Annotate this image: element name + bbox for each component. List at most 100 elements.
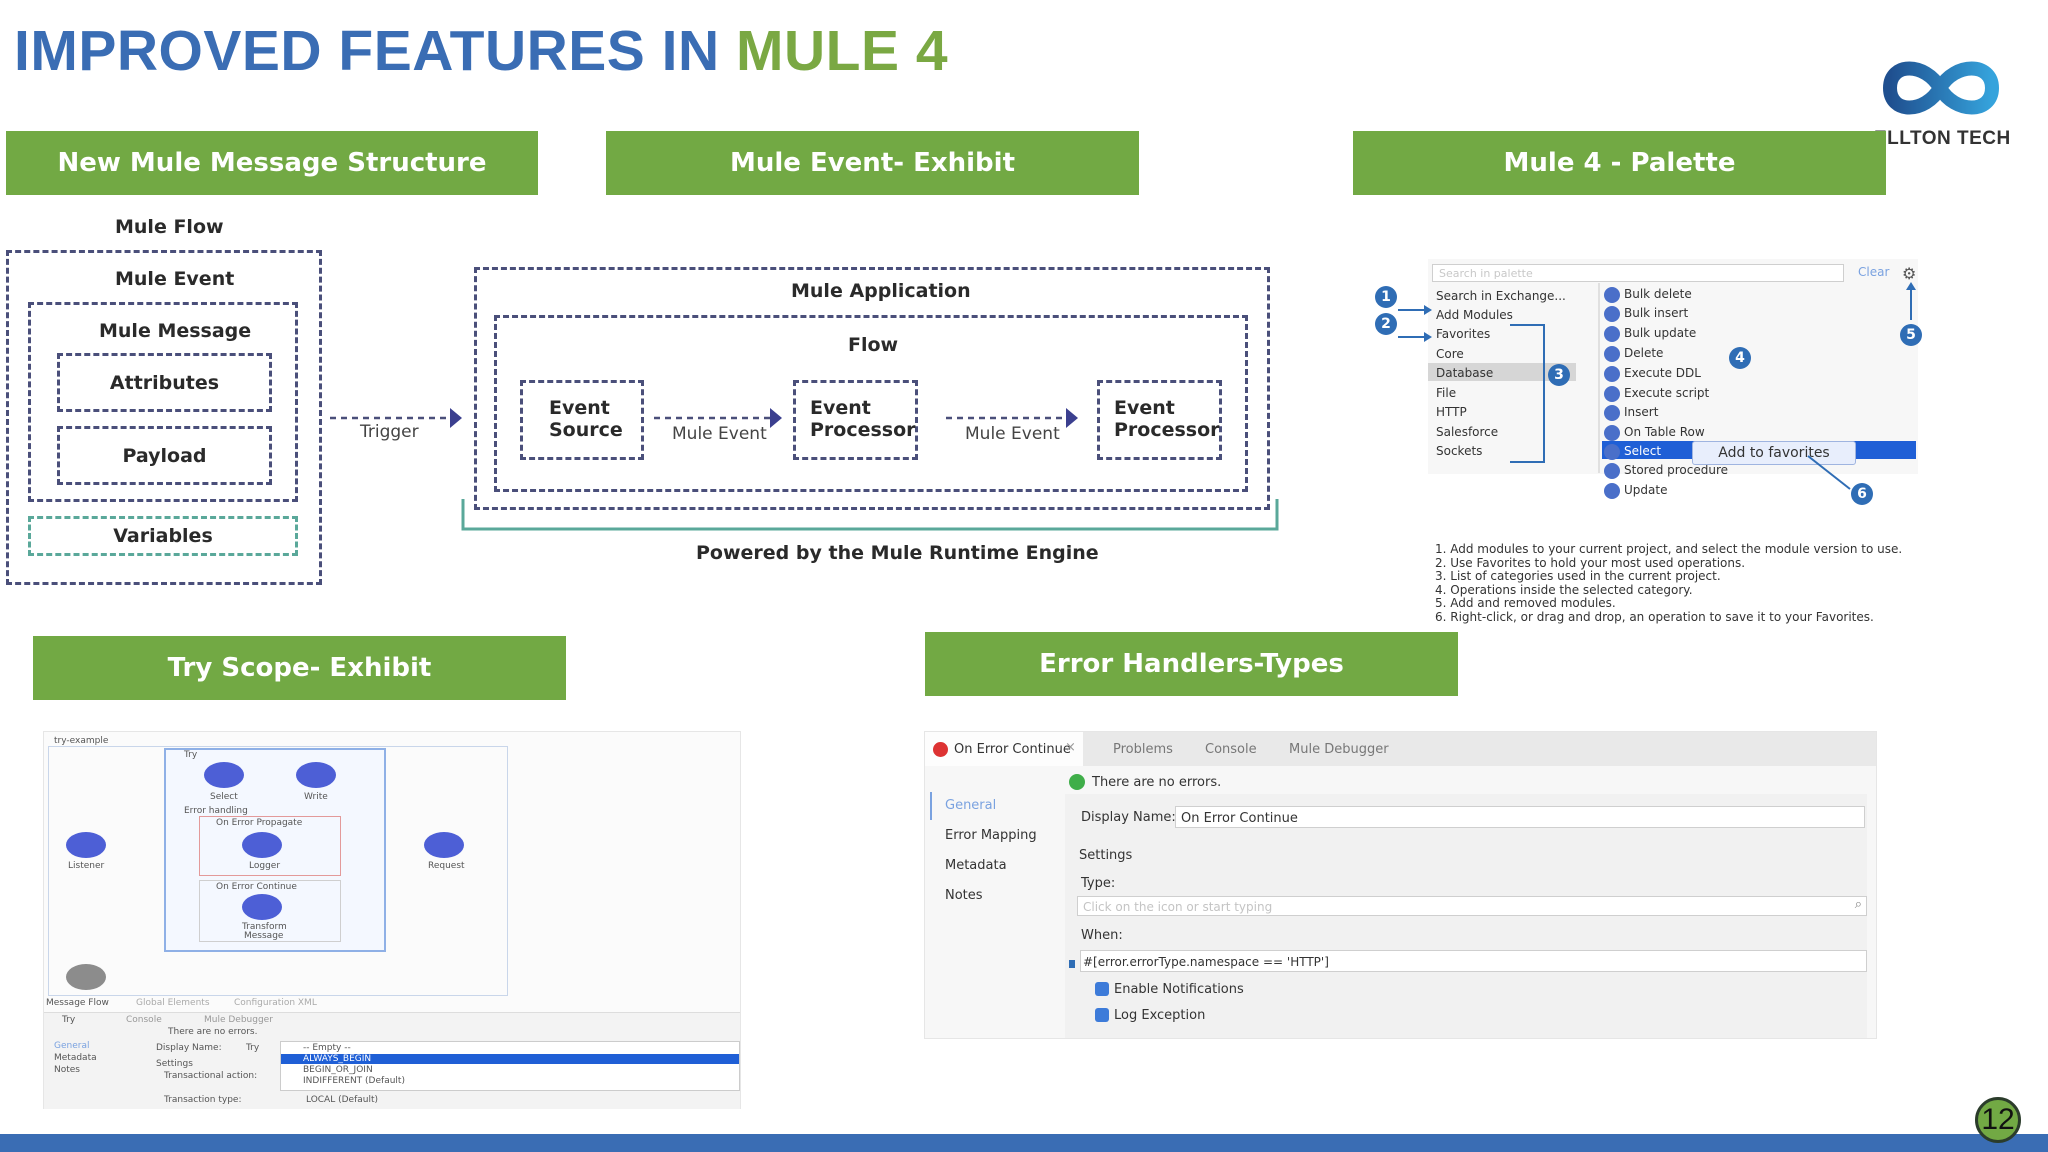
category-4[interactable]: Database (1436, 366, 1494, 380)
page-title: IMPROVED FEATURES IN MULE 4 (14, 18, 948, 84)
dropdown-option-2[interactable]: BEGIN_OR_JOIN (303, 1065, 373, 1075)
category-7[interactable]: Salesforce (1436, 425, 1499, 439)
dropdown-option-3[interactable]: INDIFFERENT (Default) (303, 1076, 405, 1086)
error-tab-on-error-continue[interactable]: On Error Continue (954, 742, 1071, 757)
expression-mode-icon[interactable] (1069, 960, 1075, 968)
label-mule-flow: Mule Flow (115, 216, 224, 238)
try-nav-general[interactable]: General (54, 1041, 90, 1051)
dropdown-option-1[interactable]: ALWAYS_BEGIN (303, 1054, 372, 1064)
try-nav-notes[interactable]: Notes (54, 1065, 80, 1075)
category-8[interactable]: Sockets (1436, 444, 1483, 458)
error-tab-problems[interactable]: Problems (1113, 742, 1173, 757)
error-tab-console[interactable]: Console (1205, 742, 1257, 757)
error-no-errors: There are no errors. (1092, 775, 1222, 790)
error-tab-mule-debugger[interactable]: Mule Debugger (1289, 742, 1389, 757)
display-name-value: On Error Continue (1181, 811, 1298, 826)
close-icon[interactable]: × (1065, 740, 1076, 755)
category-1[interactable]: Add Modules (1436, 308, 1513, 322)
search-icon[interactable]: ⌕ (1854, 897, 1862, 912)
try-nav-metadata[interactable]: Metadata (54, 1053, 97, 1063)
attributes-box: Attributes (57, 353, 272, 412)
operation-10[interactable]: Update (1624, 483, 1668, 497)
type-input[interactable]: Click on the icon or start typing ⌕ (1077, 896, 1867, 916)
palette-divider (1598, 283, 1600, 473)
label-mule-event-2: Mule Event (965, 424, 1060, 444)
event-processor-2-line2: Processor (1114, 419, 1220, 441)
try-transactional-action-label: Transactional action: (164, 1071, 258, 1081)
palette-note-5: 5. Add and removed modules. (1435, 596, 1616, 611)
try-display-name-value[interactable]: Try (246, 1043, 260, 1053)
label-mule-application: Mule Application (791, 280, 971, 302)
add-to-favorites-tooltip[interactable]: Add to favorites (1692, 441, 1856, 465)
bottom-tab-configuration-xml[interactable]: Configuration XML (234, 998, 317, 1008)
write-component-icon[interactable] (296, 762, 336, 788)
error-active-tab[interactable] (925, 732, 1083, 766)
settings-label: Settings (1079, 848, 1133, 863)
palette-operations: Bulk delete Bulk insert Bulk update Dele… (1602, 287, 1918, 499)
error-tab-bar (925, 732, 1876, 766)
label-mule-event-1: Mule Event (672, 424, 767, 444)
operation-icon (1604, 425, 1620, 441)
category-3[interactable]: Core (1436, 347, 1464, 361)
try-properties-panel: Try Console Mule Debugger There are no e… (44, 1012, 740, 1109)
gear-icon[interactable]: ⚙ (1902, 264, 1917, 283)
operation-4[interactable]: Execute DDL (1624, 366, 1701, 380)
on-error-propagate-box (199, 816, 341, 876)
category-6[interactable]: HTTP (1436, 405, 1467, 419)
category-5[interactable]: File (1436, 386, 1457, 400)
logger-component-icon[interactable] (242, 832, 282, 858)
palette-search[interactable]: Search in palette (1432, 264, 1844, 282)
operation-3[interactable]: Delete (1624, 346, 1664, 360)
operation-0[interactable]: Bulk delete (1624, 287, 1692, 301)
event-source-line2: Source (549, 419, 623, 441)
label-attributes: Attributes (109, 371, 220, 394)
select-component-icon[interactable] (204, 762, 244, 788)
dropdown-option-0[interactable]: -- Empty -- (303, 1043, 351, 1053)
when-value: #[error.errorType.namespace == 'HTTP'] (1083, 955, 1329, 969)
label-trigger: Trigger (360, 422, 419, 442)
transform-label-line2: Message (244, 931, 284, 941)
transform-component-icon[interactable] (242, 894, 282, 920)
banner-message-structure: New Mule Message Structure (6, 131, 538, 195)
panel-tab-try[interactable]: Try (62, 1015, 76, 1025)
request-component-icon[interactable] (424, 832, 464, 858)
palette-note-6: 6. Right-click, or drag and drop, an ope… (1435, 609, 1874, 624)
operation-8[interactable]: Select (1624, 444, 1662, 458)
palette-clear[interactable]: Clear (1858, 265, 1890, 279)
bottom-tab-global-elements[interactable]: Global Elements (136, 998, 210, 1008)
trigger-arrow (330, 408, 462, 428)
page-number: 12 (1975, 1097, 2021, 1143)
try-transaction-type-value[interactable]: LOCAL (Default) (306, 1095, 378, 1105)
log-exception-checkbox[interactable] (1095, 1008, 1109, 1022)
panel-tab-mule-debugger[interactable]: Mule Debugger (204, 1015, 273, 1025)
error-nav-general[interactable]: General (945, 798, 997, 813)
operation-6[interactable]: Insert (1624, 405, 1659, 419)
category-0[interactable]: Search in Exchange... (1436, 289, 1566, 303)
error-nav-notes[interactable]: Notes (945, 888, 983, 903)
listener-component-icon[interactable] (66, 832, 106, 858)
event-processor-2-line1: Event (1114, 397, 1175, 419)
error-nav-metadata[interactable]: Metadata (945, 858, 1007, 873)
title-accent: MULE 4 (736, 19, 949, 83)
operation-2[interactable]: Bulk update (1624, 326, 1697, 340)
event-processor-1-line1: Event (810, 397, 871, 419)
operation-5[interactable]: Execute script (1624, 386, 1710, 400)
on-error-propagate-label: On Error Propagate (216, 818, 303, 828)
error-nav-error-mapping[interactable]: Error Mapping (945, 828, 1037, 843)
transactional-action-dropdown[interactable]: -- Empty -- ALWAYS_BEGIN BEGIN_OR_JOIN I… (280, 1041, 740, 1091)
operation-1[interactable]: Bulk insert (1624, 306, 1689, 320)
operation-9[interactable]: Stored procedure (1624, 463, 1729, 477)
error-handler-icon (933, 742, 948, 757)
write-label: Write (304, 792, 328, 802)
display-name-input[interactable]: On Error Continue (1175, 806, 1865, 828)
error-handling-label: Error handling (184, 806, 248, 816)
try-scope-screenshot: try-example Try Select Write Error handl… (43, 731, 741, 1109)
operation-7[interactable]: On Table Row (1624, 425, 1705, 439)
try-no-errors: There are no errors. (168, 1027, 258, 1037)
category-selected-highlight (1428, 363, 1576, 381)
enable-notifications-checkbox[interactable] (1095, 982, 1109, 996)
when-input[interactable]: #[error.errorType.namespace == 'HTTP'] (1080, 950, 1867, 972)
bottom-tab-message-flow[interactable]: Message Flow (46, 998, 109, 1008)
panel-tab-console[interactable]: Console (126, 1015, 162, 1025)
category-2[interactable]: Favorites (1436, 327, 1491, 341)
